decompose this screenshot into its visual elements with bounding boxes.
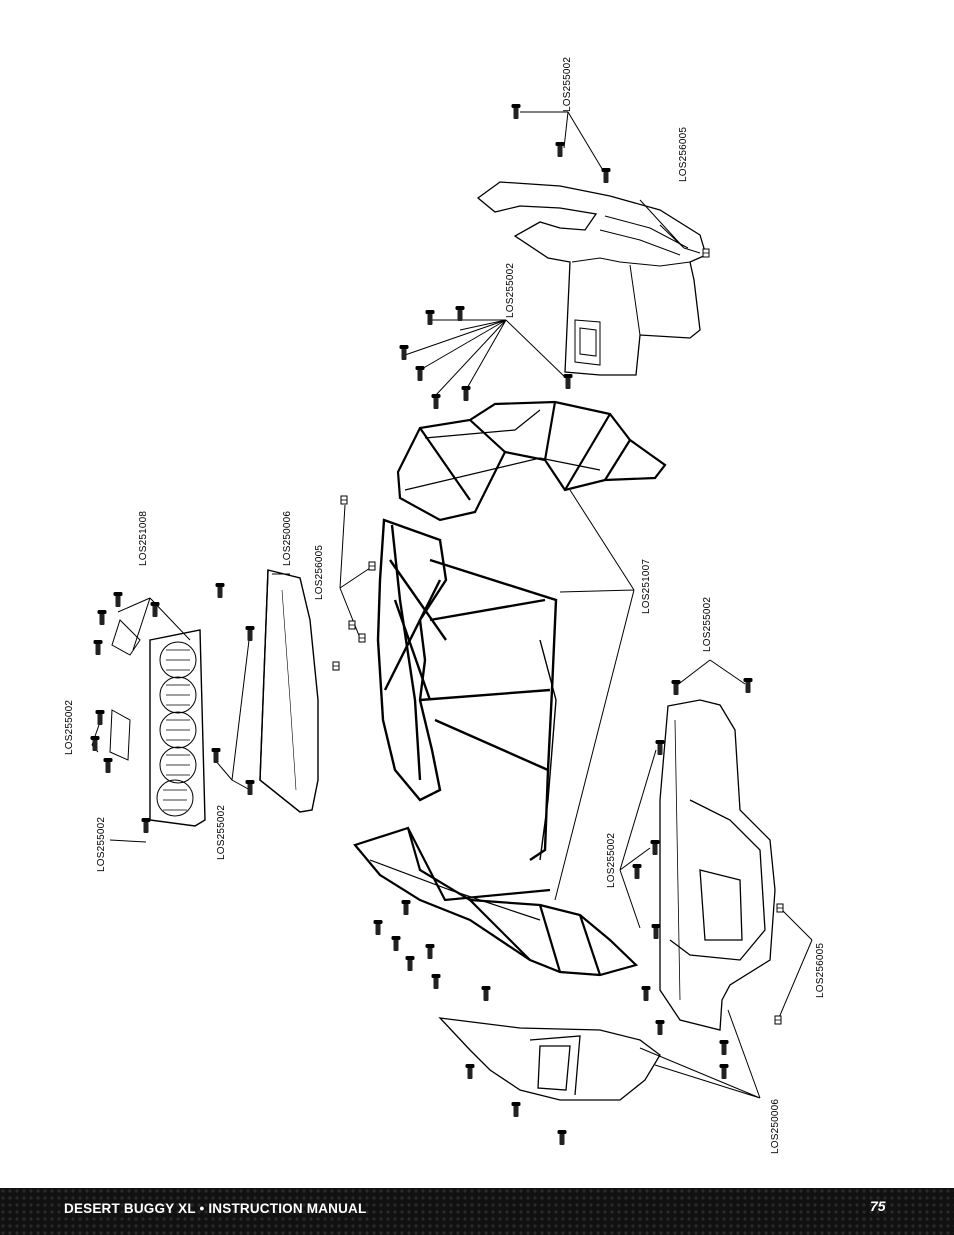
- callout-hood-inserts: LOS256005: [815, 942, 826, 998]
- front-cage-frame: [353, 826, 639, 977]
- footer-bar: DESERT BUGGY XL • INSTRUCTION MANUAL 75: [0, 1188, 954, 1235]
- rear-cage-frame: [396, 400, 667, 522]
- roof-panel: [476, 181, 707, 376]
- callout-light-screws-top: LOS255002: [64, 699, 75, 755]
- manual-title: DESERT BUGGY XL • INSTRUCTION MANUAL: [64, 1201, 367, 1216]
- exploded-assembly-drawing: [90, 104, 813, 1145]
- center-cage-frame: [376, 518, 558, 861]
- front-hood-body: [659, 699, 776, 1031]
- callout-hood-body: LOS250006: [770, 1098, 781, 1154]
- callout-hood-screws-top: LOS255002: [702, 596, 713, 652]
- callout-roof-inserts: LOS256005: [678, 126, 689, 182]
- callout-panel: LOS250006: [282, 510, 293, 566]
- page-number: 75: [870, 1198, 886, 1214]
- callout-cage-parts: LOS251007: [641, 558, 652, 614]
- callout-light-screws-bottom: LOS255002: [96, 816, 107, 872]
- bottom-skid-plate: [438, 1017, 661, 1101]
- callout-cage-inserts: LOS256005: [314, 544, 325, 600]
- callout-roof-screws: LOS255002: [562, 56, 573, 112]
- inserts: [332, 248, 784, 1025]
- callout-hood-screws-mid: LOS255002: [606, 832, 617, 888]
- light-bar: [109, 619, 206, 827]
- flat-panel: [259, 569, 319, 813]
- callout-light-bar-mount: LOS251008: [138, 510, 149, 566]
- callout-rear-cage-screws: LOS255002: [505, 262, 516, 318]
- callout-panel-screws: LOS255002: [216, 804, 227, 860]
